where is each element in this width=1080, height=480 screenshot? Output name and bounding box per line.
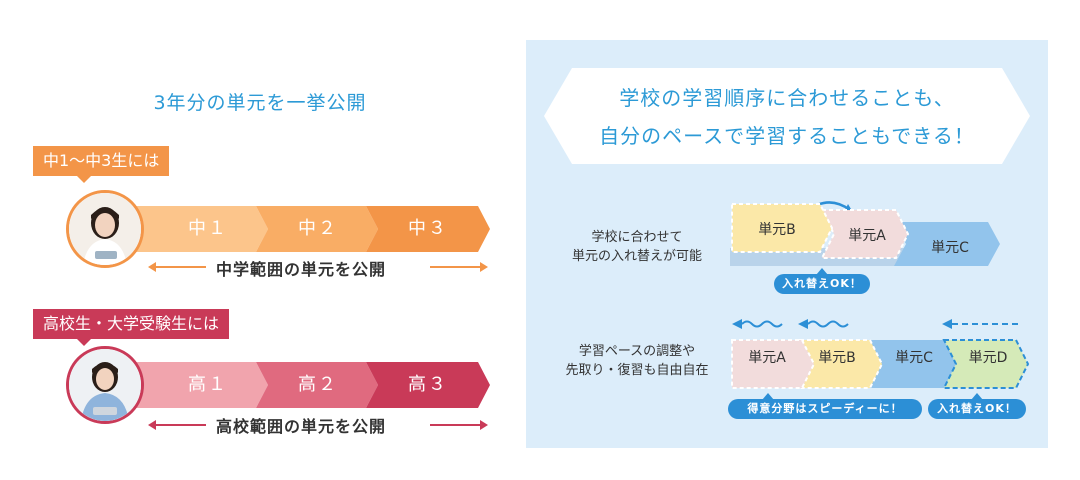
speed-arrow-icon-2 — [807, 320, 849, 328]
heading-line-2: 自分のペースで学習することもできる！ — [599, 124, 975, 148]
row1-description-line-2: 単元の入れ替えが可能 — [571, 249, 702, 264]
junior-step-2: 中２ — [298, 218, 338, 239]
high-caption: 高校範囲の単元を公開 — [216, 417, 387, 436]
junior-step-1: 中１ — [188, 218, 228, 239]
student-girl-icon — [69, 349, 141, 421]
row2-description-line-1: 学習ペースの調整や — [578, 344, 696, 359]
high-student-avatar — [66, 346, 144, 424]
row2-unit-3-label: 単元C — [895, 350, 933, 366]
high-step-1-shape — [118, 362, 268, 408]
row2-speed-badge: 得意分野はスピーディーに！ — [728, 393, 922, 419]
row1-description: 学校に合わせて 単元の入れ替えが可能 — [552, 228, 722, 266]
junior-step-3-shape — [366, 206, 490, 252]
junior-label-notch — [77, 176, 91, 183]
row2-unit-4-label: 単元D — [968, 350, 1008, 366]
row1-unit-1-label: 単元B — [758, 222, 796, 238]
high-step-2: 高２ — [298, 374, 338, 395]
badge-notch — [816, 268, 828, 275]
junior-caption: 中学範囲の単元を公開 — [216, 260, 387, 279]
junior-label-text: 中1〜中3生には — [43, 151, 160, 170]
row1-unit-a-shape — [820, 209, 910, 259]
row1-swap-badge: 入れ替えOK！ — [774, 268, 870, 294]
row2-swap-badge-text: 入れ替えOK！ — [937, 402, 1017, 415]
junior-step-1-shape — [118, 206, 256, 252]
right-arrowhead-icon — [480, 262, 488, 272]
high-label-notch — [77, 339, 91, 346]
badge-notch — [762, 393, 774, 400]
right-arrowhead-icon — [480, 420, 488, 430]
row2-units-graphic — [731, 319, 1030, 389]
high-step-1: 高１ — [188, 374, 228, 395]
high-step-3: 高３ — [408, 374, 448, 395]
row2-description-line-2: 先取り・復習も自由自在 — [565, 363, 709, 378]
junior-caption-right-arrow — [430, 262, 488, 272]
row1-unit-2-label: 単元A — [848, 228, 886, 244]
row1-unit-3-label: 単元C — [931, 240, 969, 256]
student-girl-icon — [69, 193, 141, 265]
junior-step-1-tip — [256, 206, 268, 252]
high-label-text: 高校生・大学受験生には — [43, 314, 220, 333]
row2-speed-badge-text: 得意分野はスピーディーに！ — [747, 402, 903, 415]
row2-unit-1-label: 単元A — [748, 350, 786, 366]
row2-unit-c-shape — [868, 340, 960, 388]
left-title: 3年分の単元を一挙公開 — [153, 92, 367, 114]
row2-description: 学習ペースの調整や 先取り・復習も自由自在 — [552, 342, 722, 380]
junior-step-3: 中３ — [408, 218, 448, 239]
row2-unit-2-label: 単元B — [818, 350, 856, 366]
junior-caption-left-arrow — [148, 262, 206, 272]
left-arrowhead-icon — [148, 262, 156, 272]
left-arrowhead-icon — [148, 420, 156, 430]
flexible-learning-panel: 学校の学習順序に合わせることも、 自分のペースで学習することもできる！ 学校に合… — [526, 40, 1048, 448]
row1-units-graphic — [730, 201, 1000, 266]
heading-line-1: 学校の学習順序に合わせることも、 — [619, 86, 955, 110]
high-label: 高校生・大学受験生には — [33, 309, 230, 346]
high-step-2-shape — [256, 362, 378, 408]
row1-swap-badge-text: 入れ替えOK！ — [782, 277, 862, 290]
row2-unit-a-shape — [731, 339, 816, 389]
junior-label: 中1〜中3生には — [33, 146, 170, 183]
junior-steps-graphic — [118, 206, 490, 252]
high-caption-left-arrow — [148, 420, 206, 430]
junior-step-2-shape — [256, 206, 378, 252]
high-caption-right-arrow — [430, 420, 488, 430]
junior-student-avatar — [66, 190, 144, 268]
speed-arrow-icon-1 — [741, 320, 783, 328]
row2-swap-badge: 入れ替えOK！ — [928, 393, 1026, 419]
high-step-3-shape — [366, 362, 490, 408]
row2-unit-d-shape — [942, 339, 1030, 389]
high-steps: 高１ 高２ 高３ — [118, 362, 490, 408]
badge-notch — [971, 393, 983, 400]
junior-steps: 中１ 中２ 中３ — [118, 206, 490, 252]
row1-description-line-1: 学校に合わせて — [591, 230, 683, 245]
row1-unit-c-shape — [894, 222, 1000, 266]
high-steps-graphic — [118, 362, 490, 408]
row1-unit-b-shape — [731, 203, 834, 253]
heading-hexagon — [544, 68, 1030, 164]
